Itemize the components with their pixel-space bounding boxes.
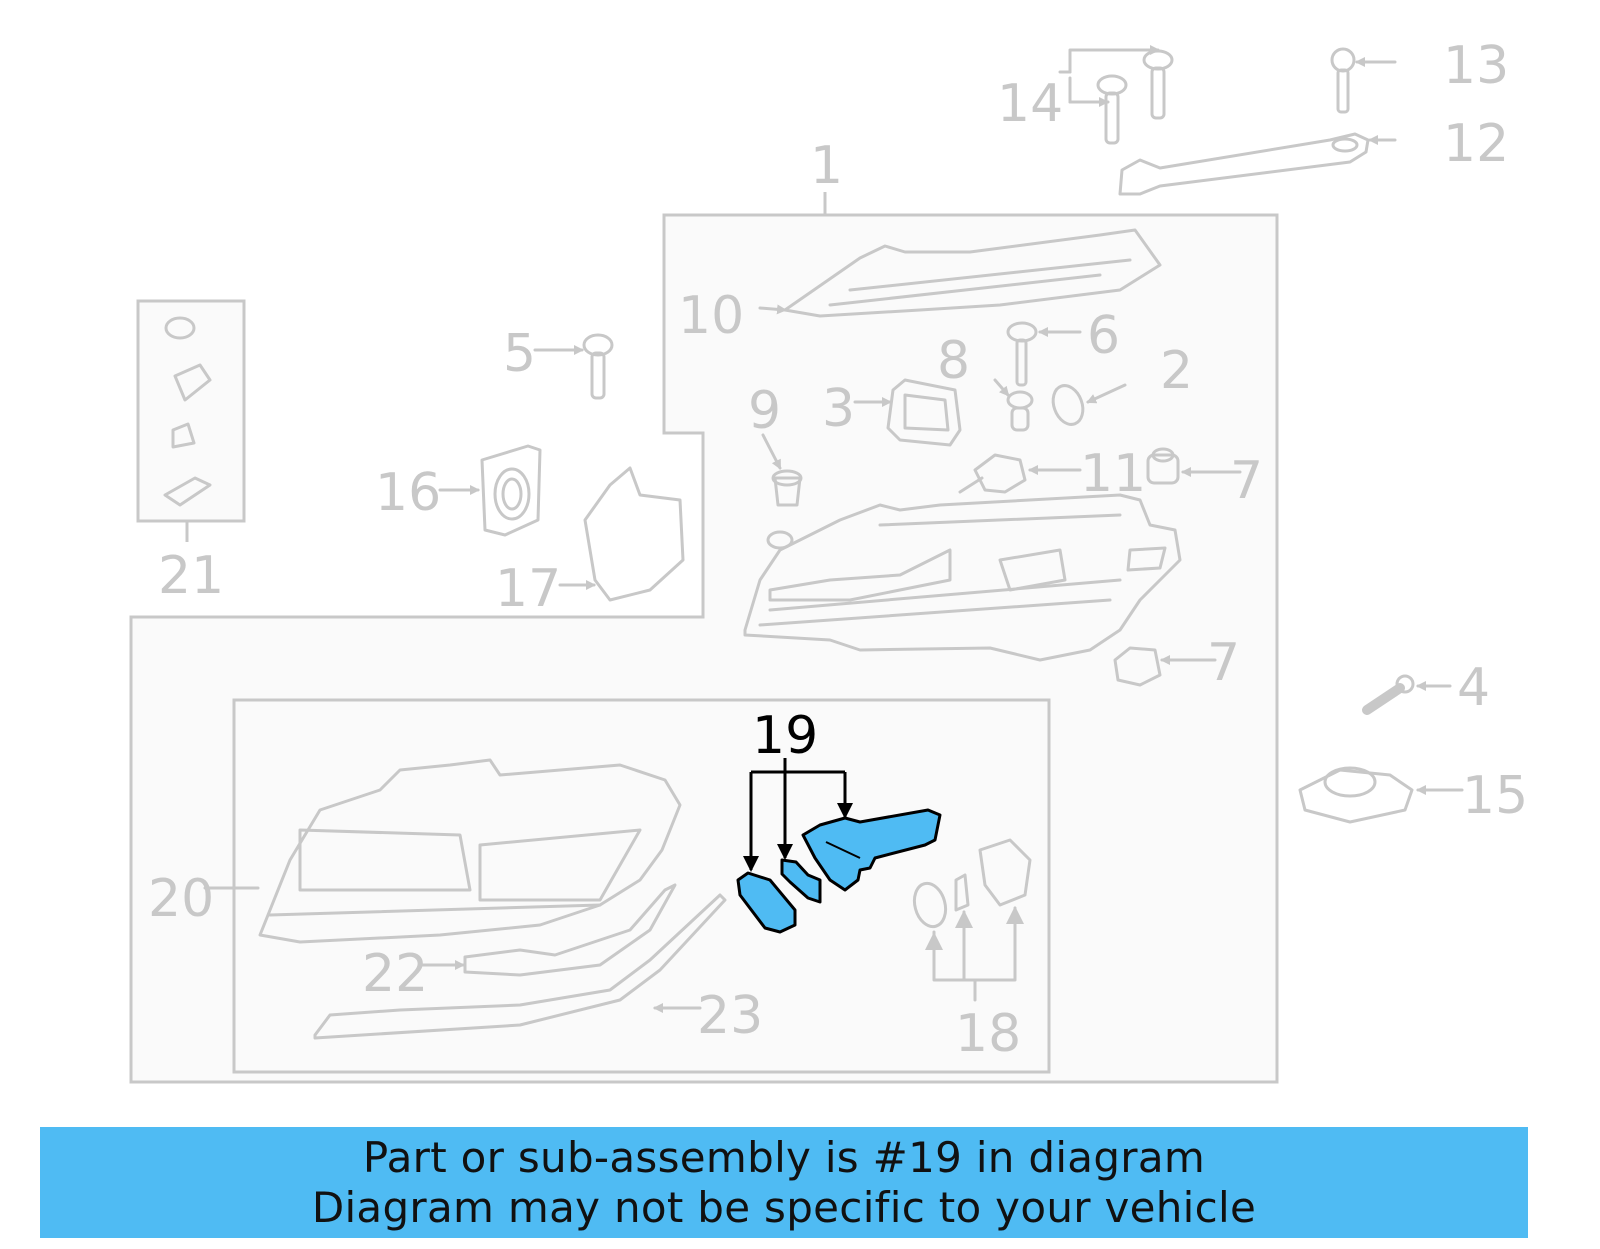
callout-2[interactable]: 2 (1160, 341, 1194, 401)
callout-15[interactable]: 15 (1462, 766, 1529, 826)
callout-6[interactable]: 6 (1087, 306, 1121, 366)
diagram-drawing (129, 45, 1464, 1084)
callout-13[interactable]: 13 (1443, 36, 1510, 96)
banner-disclaimer: Diagram may not be specific to your vehi… (311, 1182, 1257, 1232)
callout-7-bottom[interactable]: 7 (1207, 633, 1241, 693)
callout-4[interactable]: 4 (1457, 658, 1491, 718)
callout-16[interactable]: 16 (375, 463, 442, 523)
callout-12[interactable]: 12 (1443, 114, 1510, 174)
callout-1[interactable]: 1 (810, 136, 844, 196)
callout-21[interactable]: 21 (158, 546, 225, 606)
callout-8[interactable]: 8 (937, 331, 971, 391)
callout-14[interactable]: 14 (997, 74, 1064, 134)
info-banner: Part or sub-assembly is #19 in diagram D… (40, 1127, 1528, 1238)
callout-3[interactable]: 3 (822, 379, 856, 439)
callout-18[interactable]: 18 (955, 1004, 1022, 1064)
callout-22[interactable]: 22 (362, 944, 429, 1004)
callout-20[interactable]: 20 (148, 869, 215, 929)
banner-part-info: Part or sub-assembly is #19 in diagram (362, 1132, 1206, 1182)
parts-diagram: 1 2 3 4 5 6 7 7 8 9 10 11 12 13 14 15 16… (129, 36, 1529, 1084)
callout-5[interactable]: 5 (503, 324, 537, 384)
callout-23[interactable]: 23 (697, 986, 764, 1046)
callout-17[interactable]: 17 (495, 559, 562, 619)
callout-10[interactable]: 10 (678, 286, 745, 346)
part-19-highlight (736, 808, 942, 934)
callout-19-highlighted[interactable]: 19 (752, 706, 819, 766)
callout-11[interactable]: 11 (1080, 444, 1147, 504)
callout-7-top[interactable]: 7 (1230, 451, 1264, 511)
callout-9[interactable]: 9 (748, 381, 782, 441)
